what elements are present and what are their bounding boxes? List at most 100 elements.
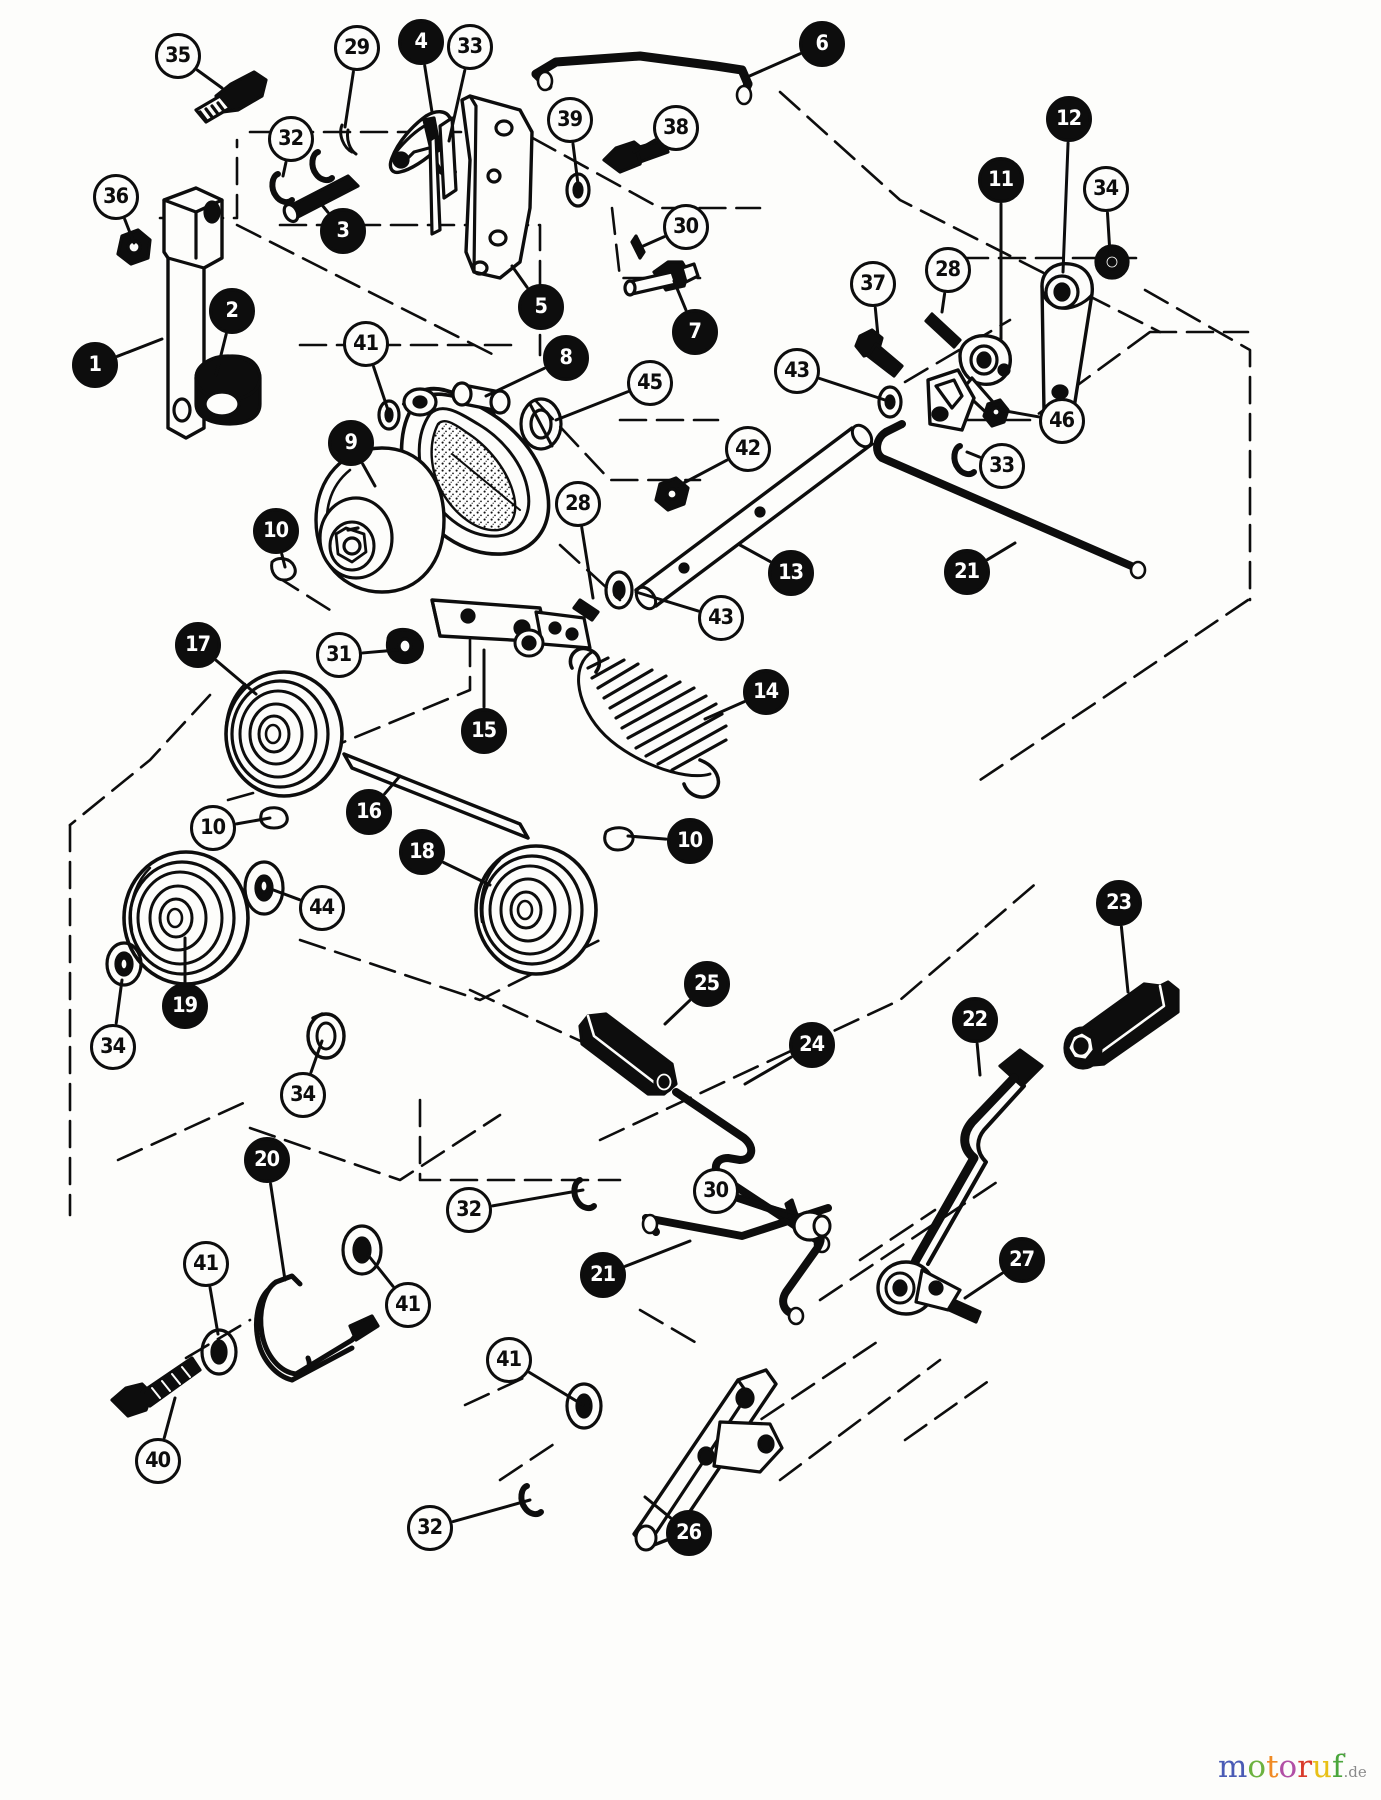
callout-28[interactable]: 28 bbox=[555, 481, 601, 527]
callout-leader-32 bbox=[281, 160, 288, 178]
callout-33[interactable]: 33 bbox=[447, 24, 493, 70]
callout-12[interactable]: 12 bbox=[1046, 96, 1092, 142]
callout-41[interactable]: 41 bbox=[183, 1241, 229, 1287]
callout-20[interactable]: 20 bbox=[244, 1137, 290, 1183]
callout-leader-10 bbox=[626, 834, 668, 841]
callout-16[interactable]: 16 bbox=[346, 789, 392, 835]
callout-number: 10 bbox=[200, 814, 226, 839]
callout-32[interactable]: 32 bbox=[446, 1187, 492, 1233]
callout-leader-34 bbox=[309, 1039, 324, 1074]
callout-36[interactable]: 36 bbox=[93, 174, 139, 220]
callout-42[interactable]: 42 bbox=[725, 426, 771, 472]
callout-number: 10 bbox=[677, 827, 703, 852]
callout-30[interactable]: 30 bbox=[693, 1168, 739, 1214]
callout-leader-20 bbox=[269, 1182, 287, 1282]
callout-19[interactable]: 19 bbox=[162, 983, 208, 1029]
callout-number: 41 bbox=[496, 1346, 522, 1371]
callout-41[interactable]: 41 bbox=[385, 1282, 431, 1328]
part-washer-41b bbox=[200, 1328, 238, 1376]
callout-4[interactable]: 4 bbox=[398, 19, 444, 65]
callout-number: 4 bbox=[414, 28, 428, 53]
callout-18[interactable]: 18 bbox=[399, 829, 445, 875]
part-washer-41a bbox=[377, 399, 401, 431]
callout-leader-28 bbox=[940, 292, 947, 314]
callout-24[interactable]: 24 bbox=[789, 1022, 835, 1068]
watermark-letter-2: t bbox=[1266, 1749, 1279, 1785]
callout-40[interactable]: 40 bbox=[135, 1438, 181, 1484]
callout-6[interactable]: 6 bbox=[799, 21, 845, 67]
callout-number: 9 bbox=[344, 429, 358, 454]
callout-44[interactable]: 44 bbox=[299, 885, 345, 931]
callout-number: 32 bbox=[456, 1196, 482, 1221]
callout-41[interactable]: 41 bbox=[486, 1337, 532, 1383]
callout-45[interactable]: 45 bbox=[627, 360, 673, 406]
callout-34[interactable]: 34 bbox=[280, 1072, 326, 1118]
callout-33[interactable]: 33 bbox=[979, 443, 1025, 489]
callout-leader-27 bbox=[963, 1271, 1004, 1300]
part-drum-9 bbox=[314, 446, 446, 594]
callout-34[interactable]: 34 bbox=[90, 1024, 136, 1070]
callout-14[interactable]: 14 bbox=[743, 669, 789, 715]
callout-2[interactable]: 2 bbox=[209, 288, 255, 334]
callout-26[interactable]: 26 bbox=[666, 1510, 712, 1556]
callout-21[interactable]: 21 bbox=[944, 549, 990, 595]
callout-leader-39 bbox=[571, 142, 580, 186]
callout-46[interactable]: 46 bbox=[1039, 398, 1085, 444]
callout-leader-21 bbox=[986, 541, 1017, 562]
callout-leader-43 bbox=[818, 377, 887, 402]
callout-35[interactable]: 35 bbox=[155, 33, 201, 79]
callout-39[interactable]: 39 bbox=[547, 97, 593, 143]
part-plate-5 bbox=[428, 94, 534, 280]
callout-10[interactable]: 10 bbox=[253, 508, 299, 554]
callout-37[interactable]: 37 bbox=[850, 261, 896, 307]
callout-leader-21 bbox=[623, 1239, 692, 1268]
callout-9[interactable]: 9 bbox=[328, 420, 374, 466]
callout-23[interactable]: 23 bbox=[1096, 880, 1142, 926]
callout-10[interactable]: 10 bbox=[667, 818, 713, 864]
callout-3[interactable]: 3 bbox=[320, 208, 366, 254]
callout-34[interactable]: 34 bbox=[1083, 166, 1129, 212]
callout-10[interactable]: 10 bbox=[190, 805, 236, 851]
watermark-letter-4: r bbox=[1297, 1749, 1313, 1785]
callout-13[interactable]: 13 bbox=[768, 550, 814, 596]
callout-number: 16 bbox=[356, 798, 382, 823]
callout-15[interactable]: 15 bbox=[461, 708, 507, 754]
callout-25[interactable]: 25 bbox=[684, 961, 730, 1007]
callout-leader-1 bbox=[115, 337, 164, 358]
callout-28[interactable]: 28 bbox=[925, 247, 971, 293]
callout-number: 41 bbox=[353, 330, 379, 355]
callout-leader-38 bbox=[632, 138, 657, 154]
part-rod-6 bbox=[531, 51, 753, 106]
callout-number: 15 bbox=[471, 717, 497, 742]
callout-22[interactable]: 22 bbox=[952, 997, 998, 1043]
watermark-dot: . bbox=[1343, 1763, 1349, 1781]
callout-32[interactable]: 32 bbox=[268, 116, 314, 162]
part-pulley-19 bbox=[122, 850, 250, 986]
callout-11[interactable]: 11 bbox=[978, 157, 1024, 203]
callout-43[interactable]: 43 bbox=[698, 595, 744, 641]
callout-32[interactable]: 32 bbox=[407, 1505, 453, 1551]
callout-5[interactable]: 5 bbox=[518, 284, 564, 330]
callout-43[interactable]: 43 bbox=[774, 348, 820, 394]
callout-number: 28 bbox=[565, 490, 591, 515]
callout-number: 42 bbox=[735, 435, 761, 460]
callout-leader-30 bbox=[737, 1196, 799, 1216]
callout-number: 20 bbox=[254, 1146, 280, 1171]
callout-38[interactable]: 38 bbox=[653, 105, 699, 151]
callout-17[interactable]: 17 bbox=[175, 622, 221, 668]
callout-8[interactable]: 8 bbox=[543, 335, 589, 381]
callout-7[interactable]: 7 bbox=[672, 309, 718, 355]
callout-29[interactable]: 29 bbox=[334, 25, 380, 71]
callout-number: 38 bbox=[663, 114, 689, 139]
callout-27[interactable]: 27 bbox=[999, 1237, 1045, 1283]
callout-leader-37 bbox=[873, 306, 880, 338]
callout-31[interactable]: 31 bbox=[316, 632, 362, 678]
part-clip-33b bbox=[951, 443, 977, 478]
callout-leader-29 bbox=[343, 70, 355, 129]
callout-30[interactable]: 30 bbox=[663, 204, 709, 250]
callout-1[interactable]: 1 bbox=[72, 342, 118, 388]
callout-leader-34 bbox=[114, 978, 124, 1025]
callout-21[interactable]: 21 bbox=[580, 1252, 626, 1298]
callout-41[interactable]: 41 bbox=[343, 321, 389, 367]
callout-number: 26 bbox=[676, 1519, 702, 1544]
